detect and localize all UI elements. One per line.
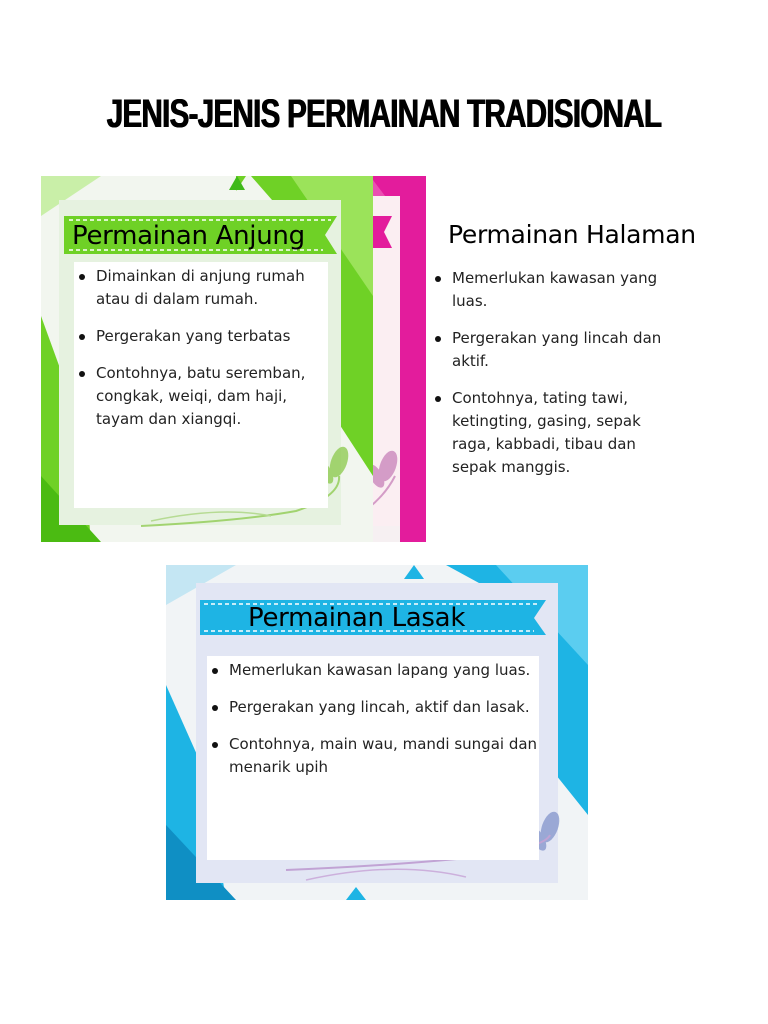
heading-ribbon (64, 216, 337, 254)
anjung-heading: Permainan Anjung (72, 221, 305, 251)
list-item: Dimainkan di anjung rumah atau di dalam … (74, 265, 328, 311)
list-item: Contohnya, main wau, mandi sungai dan me… (207, 733, 539, 779)
anjung-list: Dimainkan di anjung rumah atau di dalam … (74, 262, 328, 431)
anjung-card: Permainan Anjung Dimainkan di anjung rum… (41, 176, 373, 542)
halaman-heading: Permainan Halaman (448, 220, 696, 249)
list-item: Contohnya, batu seremban, congkak, weiqi… (74, 362, 328, 431)
lasak-content-panel: Memerlukan kawasan lapang yang luas. Per… (207, 656, 539, 860)
lasak-list: Memerlukan kawasan lapang yang luas. Per… (207, 656, 539, 779)
halaman-list: Memerlukan kawasan yang luas. Pergerakan… (430, 267, 682, 479)
list-item: Contohnya, tating tawi, ketingting, gasi… (430, 387, 682, 479)
lasak-card: Permainan Lasak Memerlukan kawasan lapan… (166, 565, 588, 900)
list-item: Pergerakan yang lincah dan aktif. (430, 327, 682, 373)
page-title: JENIS-JENIS PERMAINAN TRADISIONAL (106, 92, 662, 136)
heading-ribbon (200, 600, 546, 635)
list-item: Memerlukan kawasan lapang yang luas. (207, 659, 539, 682)
anjung-content-panel: Dimainkan di anjung rumah atau di dalam … (74, 262, 328, 508)
list-item: Memerlukan kawasan yang luas. (430, 267, 682, 313)
lasak-heading: Permainan Lasak (248, 603, 466, 633)
halaman-content: Memerlukan kawasan yang luas. Pergerakan… (430, 267, 682, 493)
list-item: Pergerakan yang terbatas (74, 325, 328, 348)
list-item: Pergerakan yang lincah, aktif dan lasak. (207, 696, 539, 719)
